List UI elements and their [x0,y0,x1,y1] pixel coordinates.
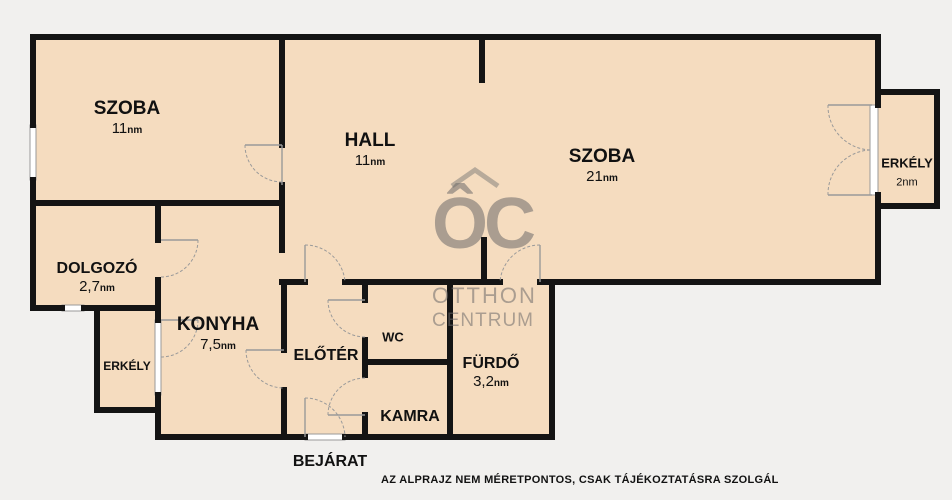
window-szoba-left [29,124,37,181]
area-unit: nm [99,283,115,294]
room-erkely-right: ERKÉLY 2nm [881,156,933,189]
window-konyha [154,319,162,396]
walls [30,34,940,440]
room-hall: HALL 11nm [345,130,396,170]
room-szoba-left: SZOBA 11nm [94,98,161,138]
area-unit: nm [127,125,143,136]
disclaimer-note: AZ ALPRAJZ NEM MÉRETPONTOS, CSAK TÁJÉKOZ… [381,474,779,486]
room-area: 2,7 [79,278,100,295]
area-unit: nm [493,378,509,389]
area-unit: nm [220,341,236,352]
window-balcony-door [869,104,879,196]
watermark-line2: CENTRUM [432,310,534,331]
watermark-monogram: ÔC [432,184,536,264]
watermark-line1: OTTHON [432,283,537,308]
room-dolgozo: DOLGOZÓ 2,7nm [57,260,138,296]
room-konyha: KONYHA 7,5nm [177,314,259,354]
room-name: SZOBA [568,146,636,167]
room-eloter: ELŐTÉR [293,347,359,364]
area-unit: nm [602,173,618,184]
room-kamra: KAMRA [380,408,440,425]
room-area: 11 [111,120,128,137]
room-erkely-left: ERKÉLY [103,359,151,373]
entrance-label: BEJÁRAT [292,453,368,470]
window-dolgozo [61,304,85,312]
room-area: 2nm [896,176,918,189]
room-name: FÜRDŐ [462,355,520,372]
logo-roof-icon [450,166,500,189]
entrance-door-frame [304,433,346,441]
area-unit: nm [370,157,386,168]
room-name: DOLGOZÓ [56,260,138,277]
room-area: 11 [354,152,371,169]
room-wc: WC [382,329,404,345]
room-name: KONYHA [176,314,260,335]
room-name: SZOBA [93,98,161,119]
room-area: 21 [586,168,603,185]
doors [160,104,873,438]
room-name: HALL [344,130,396,151]
room-name: ERKÉLY [881,155,933,171]
room-area: 7,5 [200,336,221,353]
room-szoba-main: SZOBA 21nm [569,146,636,186]
room-area: 3,2 [473,373,494,390]
room-furdo: FÜRDŐ 3,2nm [463,355,520,391]
